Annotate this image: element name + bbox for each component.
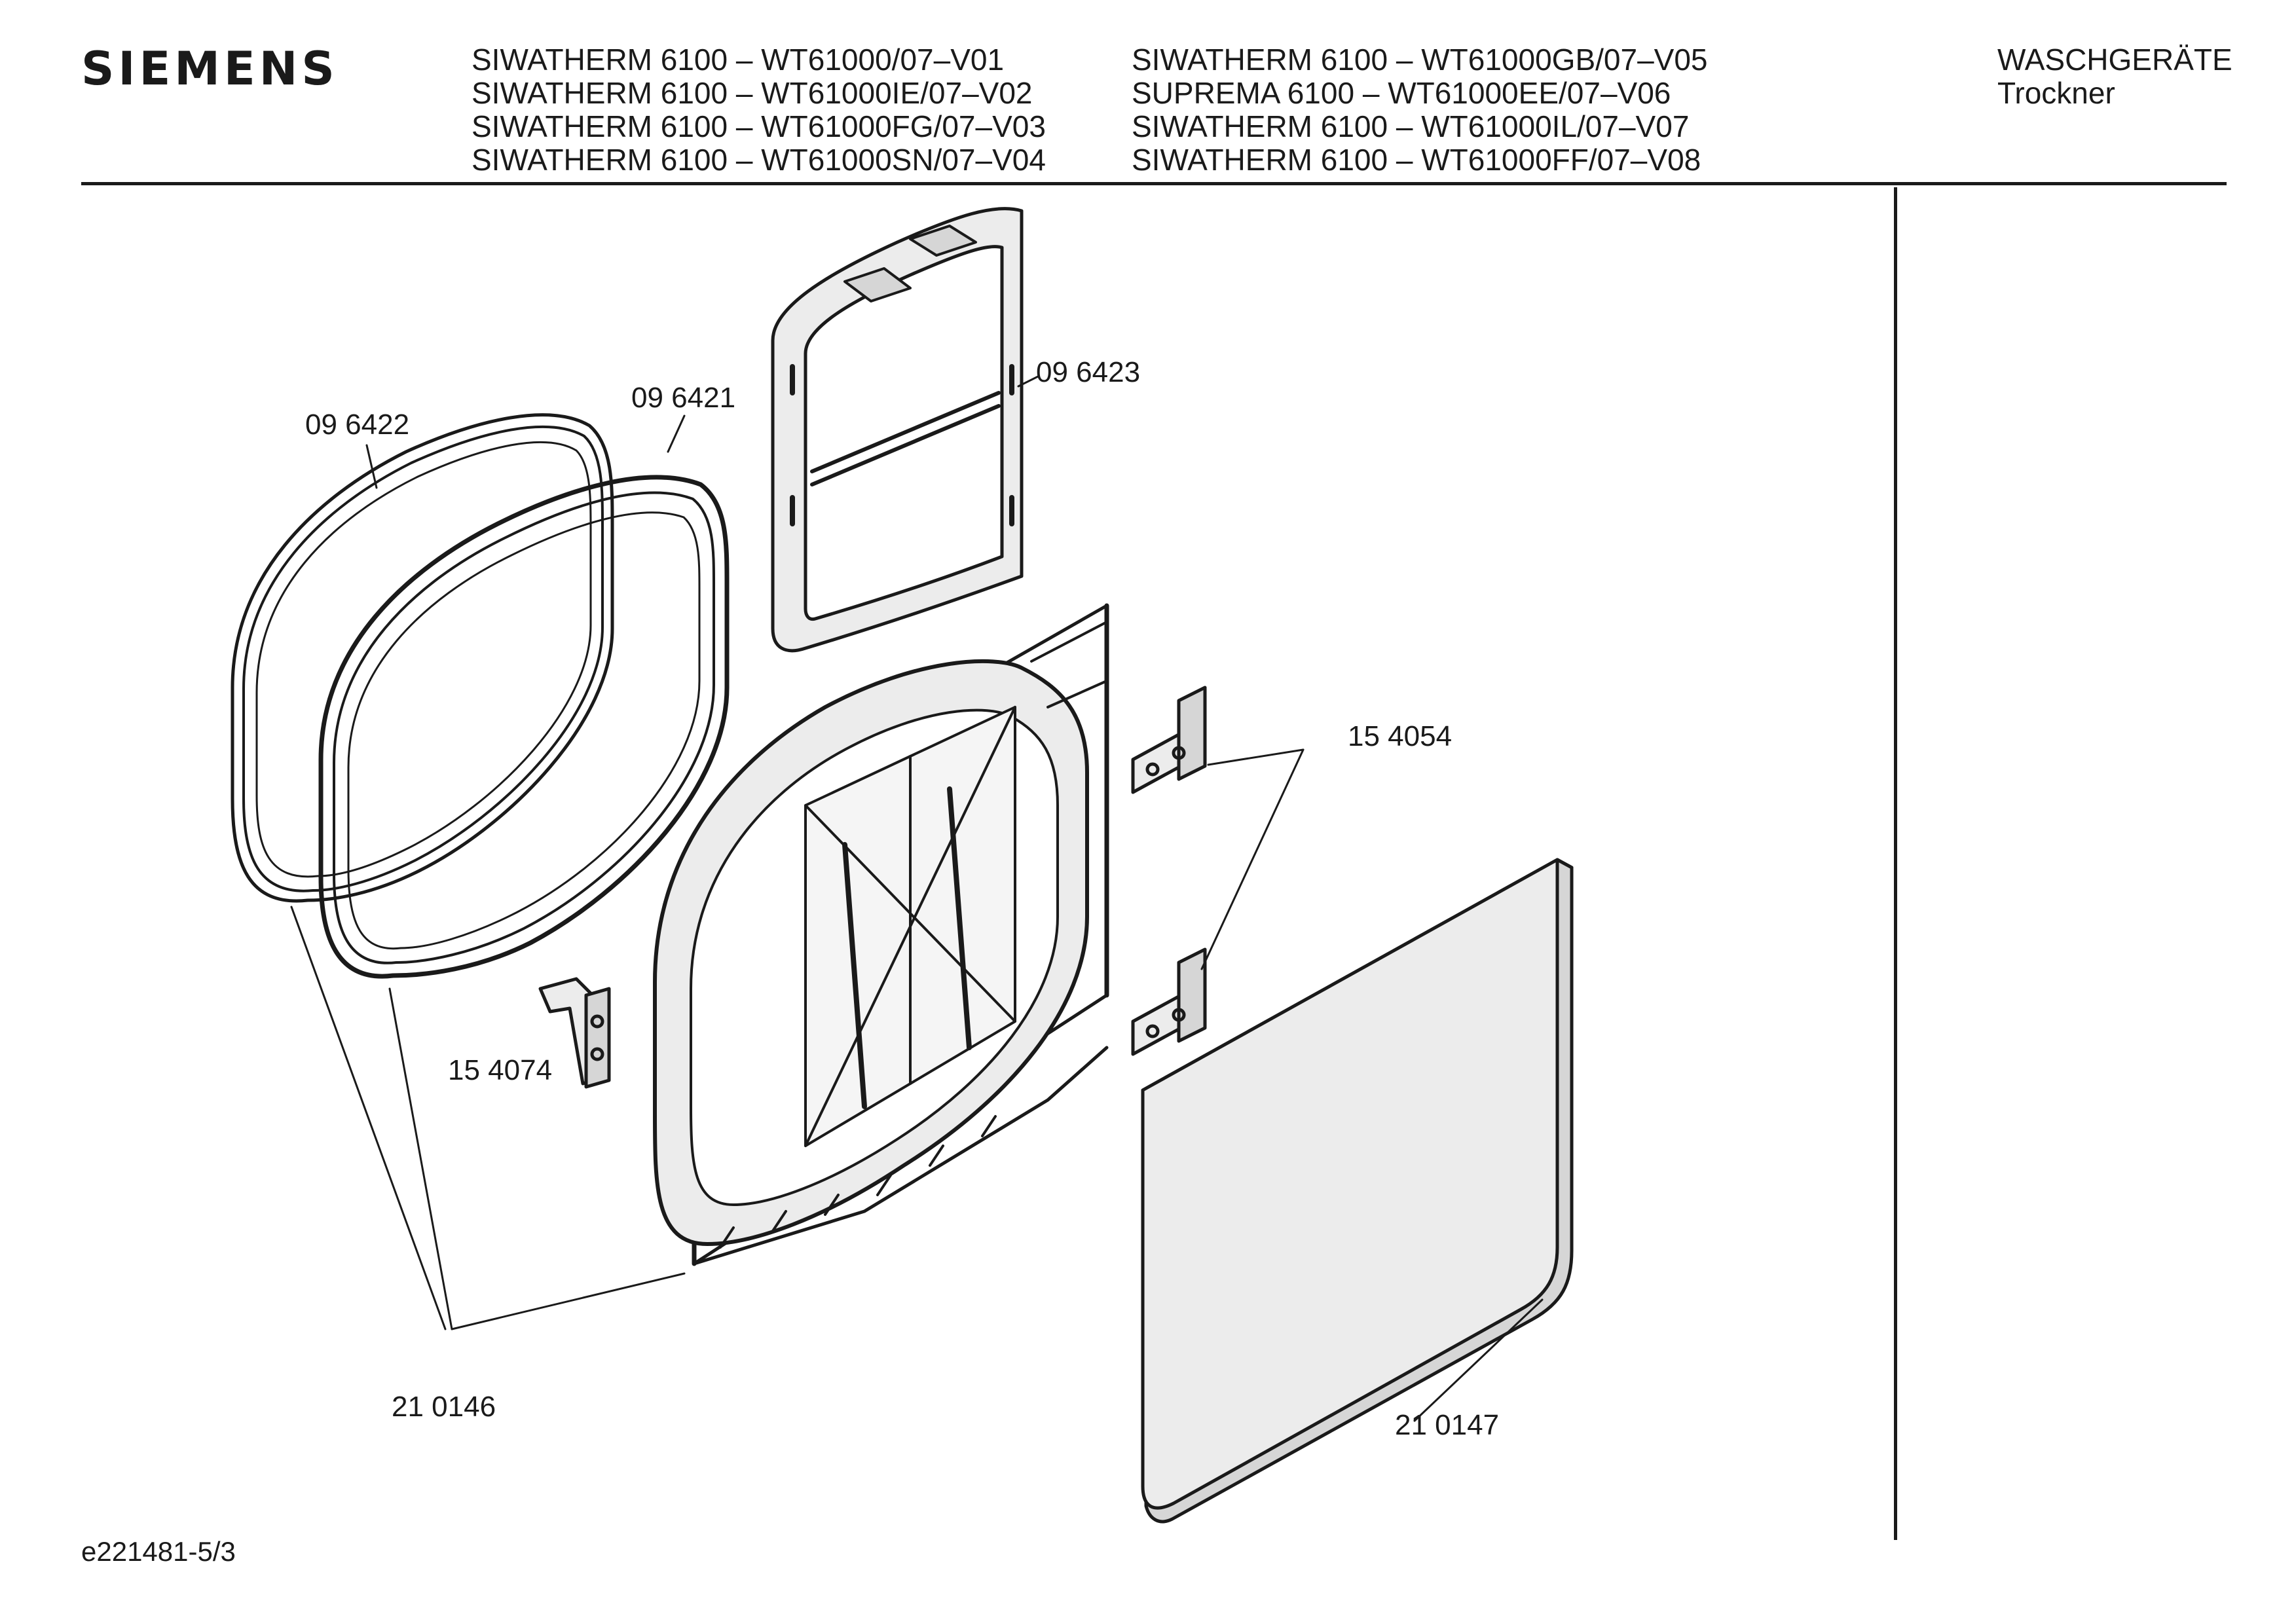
part-label-fluff-filter: 09 6423 <box>1036 356 1141 388</box>
part-label-hinge: 15 4054 <box>1348 720 1453 752</box>
hinge-upper-part <box>1131 686 1207 794</box>
model-line: SIWATHERM 6100 – WT61000/07–V01 <box>472 43 1005 77</box>
part-label-seal-inner: 09 6421 <box>631 382 736 414</box>
seal-outer-part <box>231 413 614 903</box>
appliance-category: WASCHGERÄTE Trockner <box>1997 43 2232 110</box>
header-divider <box>81 182 2227 185</box>
hinge-lower-part <box>1131 947 1207 1056</box>
model-line: SIWATHERM 6100 – WT61000FF/07–V08 <box>1132 143 1701 177</box>
model-line: SIWATHERM 6100 – WT61000IE/07–V02 <box>472 76 1033 110</box>
leader-lines <box>290 375 1544 1422</box>
model-line: SIWATHERM 6100 – WT61000FG/07–V03 <box>472 109 1046 143</box>
document-id: e221481-5/3 <box>81 1536 236 1567</box>
part-label-seal-outer: 09 6422 <box>305 409 410 441</box>
category-title: WASCHGERÄTE <box>1997 43 2232 77</box>
door-frame-part <box>653 603 1109 1266</box>
part-label-door-catch: 15 4074 <box>448 1054 553 1086</box>
model-list-right: SIWATHERM 6100 – WT61000GB/07–V05 SUPREM… <box>1132 43 1708 177</box>
siemens-logo: SIEMENS <box>81 42 339 96</box>
model-list-left: SIWATHERM 6100 – WT61000/07–V01 SIWATHER… <box>472 43 1046 177</box>
part-label-door-panel: 21 0147 <box>1395 1409 1500 1441</box>
model-line: SIWATHERM 6100 – WT61000GB/07–V05 <box>1132 43 1708 77</box>
category-subtitle: Trockner <box>1997 76 2115 110</box>
door-panel-part <box>1141 858 1574 1524</box>
fluff-filter-part <box>771 207 1024 653</box>
model-line: SIWATHERM 6100 – WT61000IL/07–V07 <box>1132 109 1690 143</box>
door-catch-part <box>538 977 611 1089</box>
model-line: SIWATHERM 6100 – WT61000SN/07–V04 <box>472 143 1046 177</box>
seal-inner-part <box>318 475 730 979</box>
side-divider <box>1894 187 1897 1540</box>
part-label-door-frame: 21 0146 <box>392 1391 496 1423</box>
model-line: SUPREMA 6100 – WT61000EE/07–V06 <box>1132 76 1671 110</box>
